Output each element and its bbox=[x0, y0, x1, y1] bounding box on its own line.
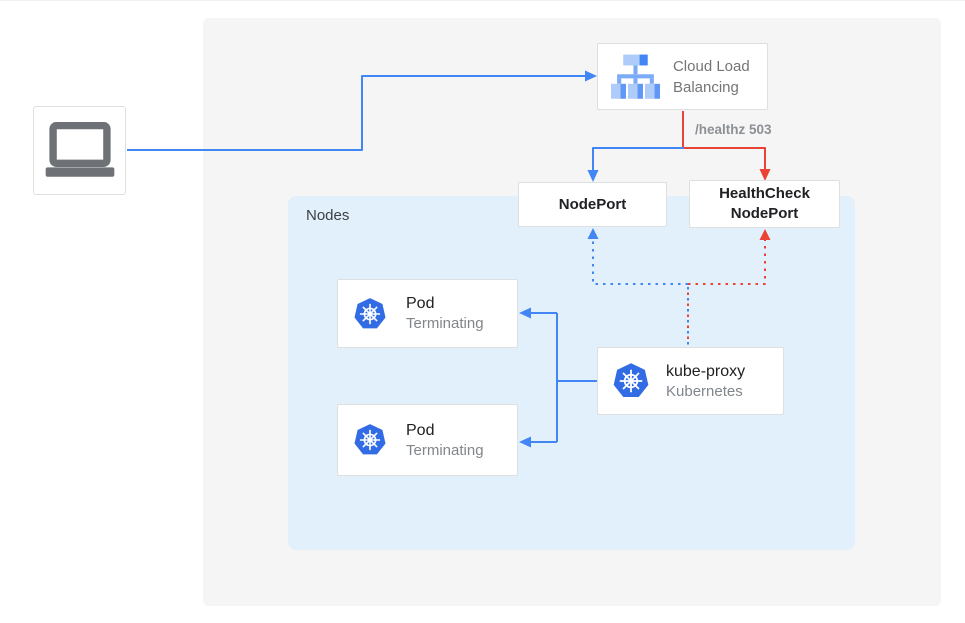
arrowhead-left-icon bbox=[519, 436, 531, 448]
nodeport-box: NodePort bbox=[518, 182, 667, 227]
arrowhead-down-icon bbox=[759, 169, 771, 181]
cloud-load-balancing-icon bbox=[611, 54, 660, 99]
healthz-edge-label: /healthz 503 bbox=[695, 122, 772, 137]
arrowhead-up-icon bbox=[587, 228, 599, 239]
kube-proxy-subtitle: Kubernetes bbox=[666, 382, 743, 400]
healthcheck-nodeport-box: HealthCheck NodePort bbox=[689, 180, 840, 228]
client-box bbox=[33, 106, 126, 195]
nodeport-label: NodePort bbox=[558, 195, 627, 213]
arrowhead-right-icon bbox=[585, 70, 597, 82]
edge-client-to-load-balancer bbox=[127, 70, 597, 151]
arrowhead-left-icon bbox=[519, 307, 531, 319]
pod-title: Pod bbox=[406, 421, 435, 439]
pod-title: Pod bbox=[406, 295, 435, 312]
cloud-load-balancing-box: Cloud Load Balancing bbox=[597, 43, 768, 110]
healthcheck-nodeport-label: HealthCheck NodePort bbox=[719, 185, 810, 222]
kube-proxy-box: kube-proxy Kubernetes bbox=[597, 347, 784, 415]
kubernetes-icon bbox=[354, 424, 386, 455]
nodes-container-label: Nodes bbox=[306, 207, 350, 224]
edge-kube-proxy-to-nodeport-dotted bbox=[587, 228, 688, 285]
pod-box-1: Pod Terminating bbox=[337, 279, 518, 348]
arrowhead-up-icon bbox=[759, 229, 771, 240]
edge-kube-proxy-to-healthcheck-nodeport-dotted bbox=[688, 229, 771, 285]
arrowhead-down-icon bbox=[587, 170, 599, 182]
kubernetes-icon bbox=[354, 297, 386, 328]
edge-load-balancer-to-nodeport bbox=[587, 147, 684, 182]
edge-kube-proxy-to-pods bbox=[519, 307, 597, 448]
pod-status: Terminating bbox=[406, 441, 484, 459]
cloud-load-balancing-label: Cloud Load Balancing bbox=[672, 57, 750, 96]
pod-box-2: Pod Terminating bbox=[337, 404, 518, 476]
pod-status: Terminating bbox=[406, 315, 484, 332]
laptop-icon bbox=[45, 122, 114, 177]
kube-proxy-title: kube-proxy bbox=[666, 362, 746, 380]
edge-load-balancer-to-healthcheck-nodeport bbox=[682, 111, 771, 181]
kubernetes-icon bbox=[613, 363, 649, 398]
